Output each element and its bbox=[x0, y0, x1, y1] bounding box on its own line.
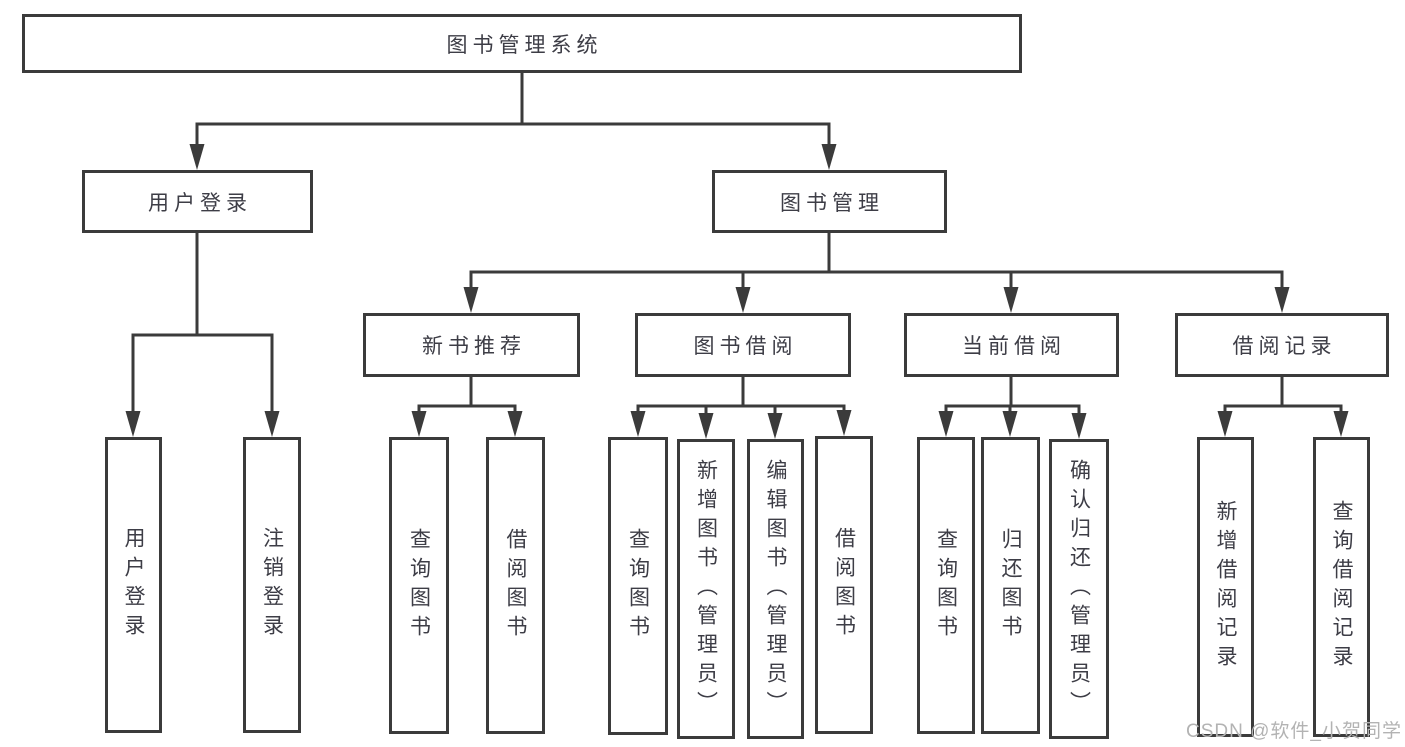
node-book-borrowing: 图书借阅 bbox=[635, 313, 851, 377]
node-leaf-query-books-3: 查询图书 bbox=[917, 437, 975, 734]
node-label: 图书管理 bbox=[780, 191, 884, 215]
node-label: 确认归还（管理员） bbox=[1067, 458, 1091, 720]
node-leaf-user-login: 用户登录 bbox=[105, 437, 162, 733]
node-leaf-confirm-return-admin: 确认归还（管理员） bbox=[1049, 439, 1109, 739]
node-user-login: 用户登录 bbox=[82, 170, 313, 233]
node-label: 新书推荐 bbox=[422, 335, 526, 358]
node-label: 归还图书 bbox=[999, 527, 1022, 644]
node-label: 查询借阅记录 bbox=[1330, 500, 1353, 674]
node-label: 图书管理系统 bbox=[446, 33, 603, 57]
node-label: 借阅图书 bbox=[832, 527, 856, 643]
node-book-management: 图书管理 bbox=[712, 170, 947, 233]
node-leaf-return-books: 归还图书 bbox=[981, 437, 1040, 734]
node-borrowing-records: 借阅记录 bbox=[1175, 313, 1389, 377]
node-leaf-query-borrow-record: 查询借阅记录 bbox=[1313, 437, 1370, 737]
node-label: 借阅记录 bbox=[1232, 335, 1337, 358]
node-leaf-query-books-1: 查询图书 bbox=[389, 437, 449, 734]
node-label: 借阅图书 bbox=[504, 527, 527, 644]
node-leaf-logout: 注销登录 bbox=[243, 437, 301, 733]
node-leaf-borrow-books-1: 借阅图书 bbox=[486, 437, 545, 734]
node-label: 查询图书 bbox=[407, 527, 431, 644]
node-label: 注销登录 bbox=[260, 527, 284, 643]
node-label: 查询图书 bbox=[626, 528, 650, 644]
node-label: 图书借阅 bbox=[693, 335, 798, 358]
node-label: 查询图书 bbox=[934, 527, 958, 644]
node-label: 新增图书（管理员） bbox=[694, 458, 718, 720]
node-label: 用户登录 bbox=[122, 527, 145, 643]
node-leaf-edit-books-admin: 编辑图书（管理员） bbox=[747, 439, 804, 739]
node-new-book-recommend: 新书推荐 bbox=[363, 313, 580, 377]
node-library-management-system: 图书管理系统 bbox=[22, 14, 1022, 73]
node-leaf-add-borrow-record: 新增借阅记录 bbox=[1197, 437, 1254, 737]
watermark-text: CSDN @软件_小贺同学 bbox=[1186, 721, 1402, 742]
node-label: 当前借阅 bbox=[962, 335, 1066, 358]
node-label: 编辑图书（管理员） bbox=[764, 458, 787, 720]
node-leaf-add-books-admin: 新增图书（管理员） bbox=[677, 439, 735, 739]
node-label: 用户登录 bbox=[148, 191, 252, 215]
node-label: 新增借阅记录 bbox=[1214, 500, 1237, 674]
node-current-borrowing: 当前借阅 bbox=[904, 313, 1119, 377]
node-leaf-borrow-books-2: 借阅图书 bbox=[815, 436, 873, 734]
node-leaf-query-books-2: 查询图书 bbox=[608, 437, 668, 735]
